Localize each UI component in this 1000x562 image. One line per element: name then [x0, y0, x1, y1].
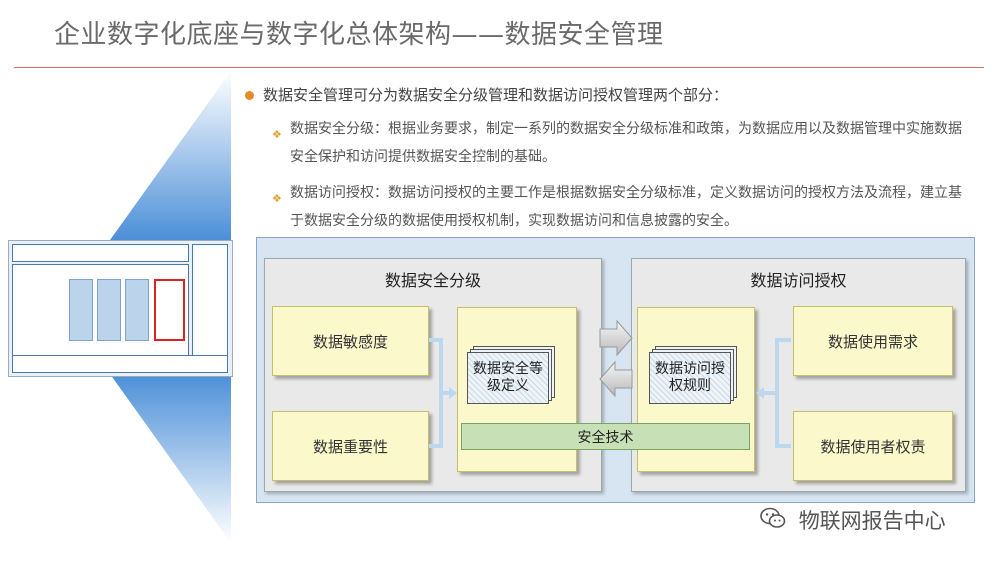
- authorization-panel-title: 数据访问授权: [750, 271, 847, 290]
- watermark: 物联网报告中心: [760, 505, 946, 535]
- bullet-list: 数据安全管理可分为数据安全分级管理和数据访问授权管理两个部分： ❖ 数据安全分级…: [245, 83, 975, 235]
- access-rules-document: 数据访问授权规则: [649, 346, 737, 404]
- bullet-dot-icon: [245, 91, 254, 100]
- left-bracket-arrow: [429, 338, 457, 448]
- bullet-classification: ❖ 数据安全分级：根据业务要求，制定一系列的数据安全分级标准和政策，为数据应用以…: [272, 121, 962, 165]
- classification-panel-title: 数据安全分级: [384, 271, 481, 290]
- sensitivity-box: 数据敏感度: [272, 306, 429, 376]
- grade-definition-document: 数据安全等级定义: [467, 346, 555, 404]
- title-divider: [14, 67, 984, 68]
- architecture-thumbnail: [8, 240, 233, 377]
- zoom-funnel-graphic: [110, 71, 231, 543]
- usage-rights-box: 数据使用者权责: [793, 411, 953, 481]
- arrow-left-icon: [599, 360, 633, 398]
- security-tech-bar: 安全技术: [461, 423, 750, 450]
- arrow-right-icon: [599, 319, 633, 357]
- bullet-authorization: ❖ 数据访问授权：数据访问授权的主要工作是根据数据安全分级标准，定义数据访问的授…: [272, 185, 962, 229]
- page-title: 企业数字化底座与数字化总体架构——数据安全管理: [54, 20, 664, 50]
- thumb-highlight-box: [154, 279, 185, 341]
- wechat-icon: [760, 507, 786, 534]
- thumb-top-band: [12, 244, 189, 262]
- diagram-connectors: [429, 319, 791, 448]
- thumb-right-column: [192, 244, 228, 368]
- importance-box: 数据重要性: [272, 411, 429, 481]
- bullet-intro: 数据安全管理可分为数据安全分级管理和数据访问授权管理两个部分：: [245, 83, 975, 107]
- diamond-bullet-icon: ❖: [272, 192, 282, 205]
- usage-needs-box: 数据使用需求: [793, 306, 953, 376]
- thumb-bottom-band: [12, 355, 228, 373]
- right-bracket-arrow: [756, 338, 791, 448]
- diamond-bullet-icon: ❖: [272, 128, 282, 141]
- security-diagram: 数据安全分级 数据访问授权 数据敏感度 数据重要性 数据使用需求 数据使用者权责…: [256, 237, 975, 503]
